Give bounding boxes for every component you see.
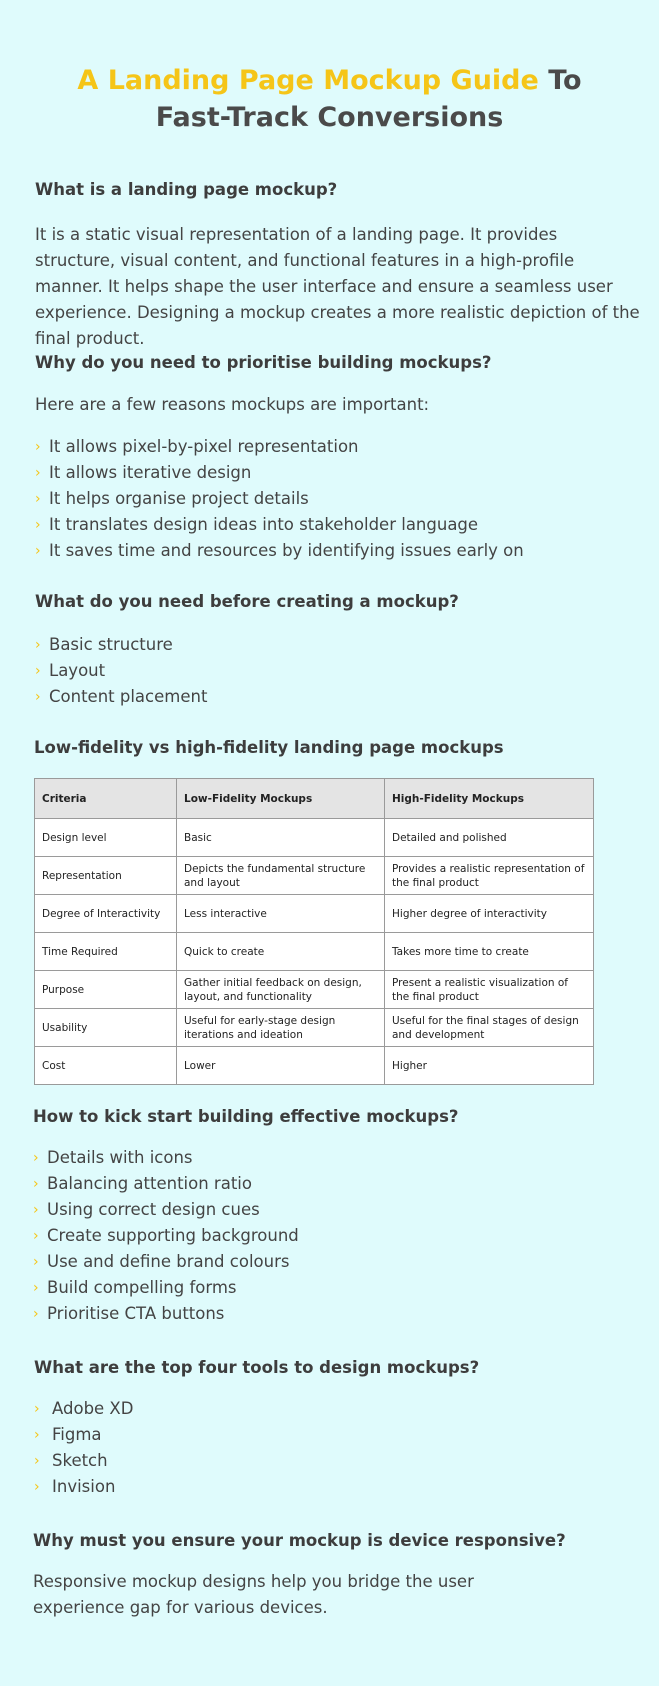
list-item: ›Invision: [34, 1474, 133, 1500]
table-row: Cost Lower Higher: [34, 1046, 594, 1085]
chevron-right-icon: ›: [33, 1254, 39, 1270]
heading-what-is: What is a landing page mockup?: [35, 180, 338, 199]
table-row: Degree of Interactivity Less interactive…: [34, 894, 594, 933]
chevron-right-icon: ›: [35, 465, 41, 481]
chevron-right-icon: ›: [34, 1401, 40, 1417]
list-item: ›It saves time and resources by identify…: [35, 538, 524, 564]
list-item: ›Basic structure: [35, 632, 207, 658]
list-item: ›Balancing attention ratio: [33, 1171, 299, 1197]
chevron-right-icon: ›: [35, 517, 41, 533]
list-need-before: ›Basic structure ›Layout ›Content placem…: [35, 632, 207, 710]
paragraph-responsive: Responsive mockup designs help you bridg…: [33, 1572, 474, 1617]
table-cell: Takes more time to create: [384, 932, 594, 971]
chevron-right-icon: ›: [35, 689, 41, 705]
table-cell: Higher: [384, 1046, 594, 1085]
heading-need-before: What do you need before creating a mocku…: [35, 592, 459, 611]
table-cell: Basic: [176, 818, 385, 857]
table-cell: Detailed and polished: [384, 818, 594, 857]
chevron-right-icon: ›: [35, 439, 41, 455]
list-why-prioritise: ›It allows pixel-by-pixel representation…: [35, 434, 524, 564]
chevron-right-icon: ›: [35, 637, 41, 653]
table-cell: Higher degree of interactivity: [384, 894, 594, 933]
page-title: A Landing Page Mockup Guide To Fast-Trac…: [0, 62, 659, 136]
table-row: Purpose Gather initial feedback on desig…: [34, 970, 594, 1009]
list-item: ›It translates design ideas into stakeho…: [35, 512, 524, 538]
chevron-right-icon: ›: [33, 1280, 39, 1296]
table-cell: Usability: [34, 1008, 177, 1047]
table-cell: Gather initial feedback on design, layou…: [176, 970, 385, 1009]
list-kick-start: ›Details with icons ›Balancing attention…: [33, 1145, 299, 1327]
chevron-right-icon: ›: [33, 1228, 39, 1244]
heading-kick-start: How to kick start building effective moc…: [33, 1107, 459, 1126]
list-item: ›Build compelling forms: [33, 1275, 299, 1301]
table-cell: Useful for early-stage design iterations…: [176, 1008, 385, 1047]
table-row: Time Required Quick to create Takes more…: [34, 932, 594, 971]
list-item: ›Layout: [35, 658, 207, 684]
chevron-right-icon: ›: [33, 1150, 39, 1166]
table-row: Representation Depicts the fundamental s…: [34, 856, 594, 895]
heading-why-prioritise: Why do you need to prioritise building m…: [35, 353, 492, 372]
chevron-right-icon: ›: [34, 1479, 40, 1495]
table-cell: Cost: [34, 1046, 177, 1085]
table-cell: Quick to create: [176, 932, 385, 971]
list-item: ›It allows iterative design: [35, 460, 524, 486]
table-cell: Present a realistic visualization of the…: [384, 970, 594, 1009]
list-item: ›Sketch: [34, 1448, 133, 1474]
heading-tools: What are the top four tools to design mo…: [34, 1358, 480, 1377]
table-cell: Degree of Interactivity: [34, 894, 177, 933]
list-item: ›Adobe XD: [34, 1396, 133, 1422]
chevron-right-icon: ›: [34, 1427, 40, 1443]
list-item: ›Figma: [34, 1422, 133, 1448]
table-header-row: Criteria Low-Fidelity Mockups High-Fidel…: [34, 778, 594, 819]
heading-comparison: Low-fidelity vs high-fidelity landing pa…: [34, 738, 504, 757]
title-accent: A Landing Page Mockup Guide: [77, 65, 539, 96]
table-cell: Less interactive: [176, 894, 385, 933]
title-line2: Fast-Track Conversions: [155, 102, 504, 133]
column-header: High-Fidelity Mockups: [384, 778, 594, 819]
table-cell: Representation: [34, 856, 177, 895]
list-item: ›Create supporting background: [33, 1223, 299, 1249]
chevron-right-icon: ›: [35, 663, 41, 679]
column-header: Criteria: [34, 778, 177, 819]
list-item: ›Use and define brand colours: [33, 1249, 299, 1275]
chevron-right-icon: ›: [34, 1453, 40, 1469]
list-item: ›It allows pixel-by-pixel representation: [35, 434, 524, 460]
list-item: ›Details with icons: [33, 1145, 299, 1171]
table-cell: Design level: [34, 818, 177, 857]
paragraph-why-intro: Here are a few reasons mockups are impor…: [35, 395, 430, 414]
table-cell: Purpose: [34, 970, 177, 1009]
list-item: ›It helps organise project details: [35, 486, 524, 512]
comparison-table: Criteria Low-Fidelity Mockups High-Fidel…: [34, 778, 594, 1085]
table-row: Design level Basic Detailed and polished: [34, 818, 594, 857]
table-cell: Provides a realistic representation of t…: [384, 856, 594, 895]
chevron-right-icon: ›: [35, 543, 41, 559]
list-item: ›Prioritise CTA buttons: [33, 1301, 299, 1327]
list-item: ›Using correct design cues: [33, 1197, 299, 1223]
table-cell: Lower: [176, 1046, 385, 1085]
chevron-right-icon: ›: [33, 1202, 39, 1218]
column-header: Low-Fidelity Mockups: [176, 778, 385, 819]
table-cell: Useful for the final stages of design an…: [384, 1008, 594, 1047]
chevron-right-icon: ›: [33, 1176, 39, 1192]
list-item: ›Content placement: [35, 684, 207, 710]
title-rest: To: [538, 65, 582, 96]
chevron-right-icon: ›: [35, 491, 41, 507]
paragraph-what-is: It is a static visual representation of …: [35, 225, 640, 348]
table-cell: Depicts the fundamental structure and la…: [176, 856, 385, 895]
list-tools: ›Adobe XD ›Figma ›Sketch ›Invision: [34, 1396, 133, 1500]
table-row: Usability Useful for early-stage design …: [34, 1008, 594, 1047]
table-cell: Time Required: [34, 932, 177, 971]
chevron-right-icon: ›: [33, 1306, 39, 1322]
heading-responsive: Why must you ensure your mockup is devic…: [33, 1531, 566, 1550]
